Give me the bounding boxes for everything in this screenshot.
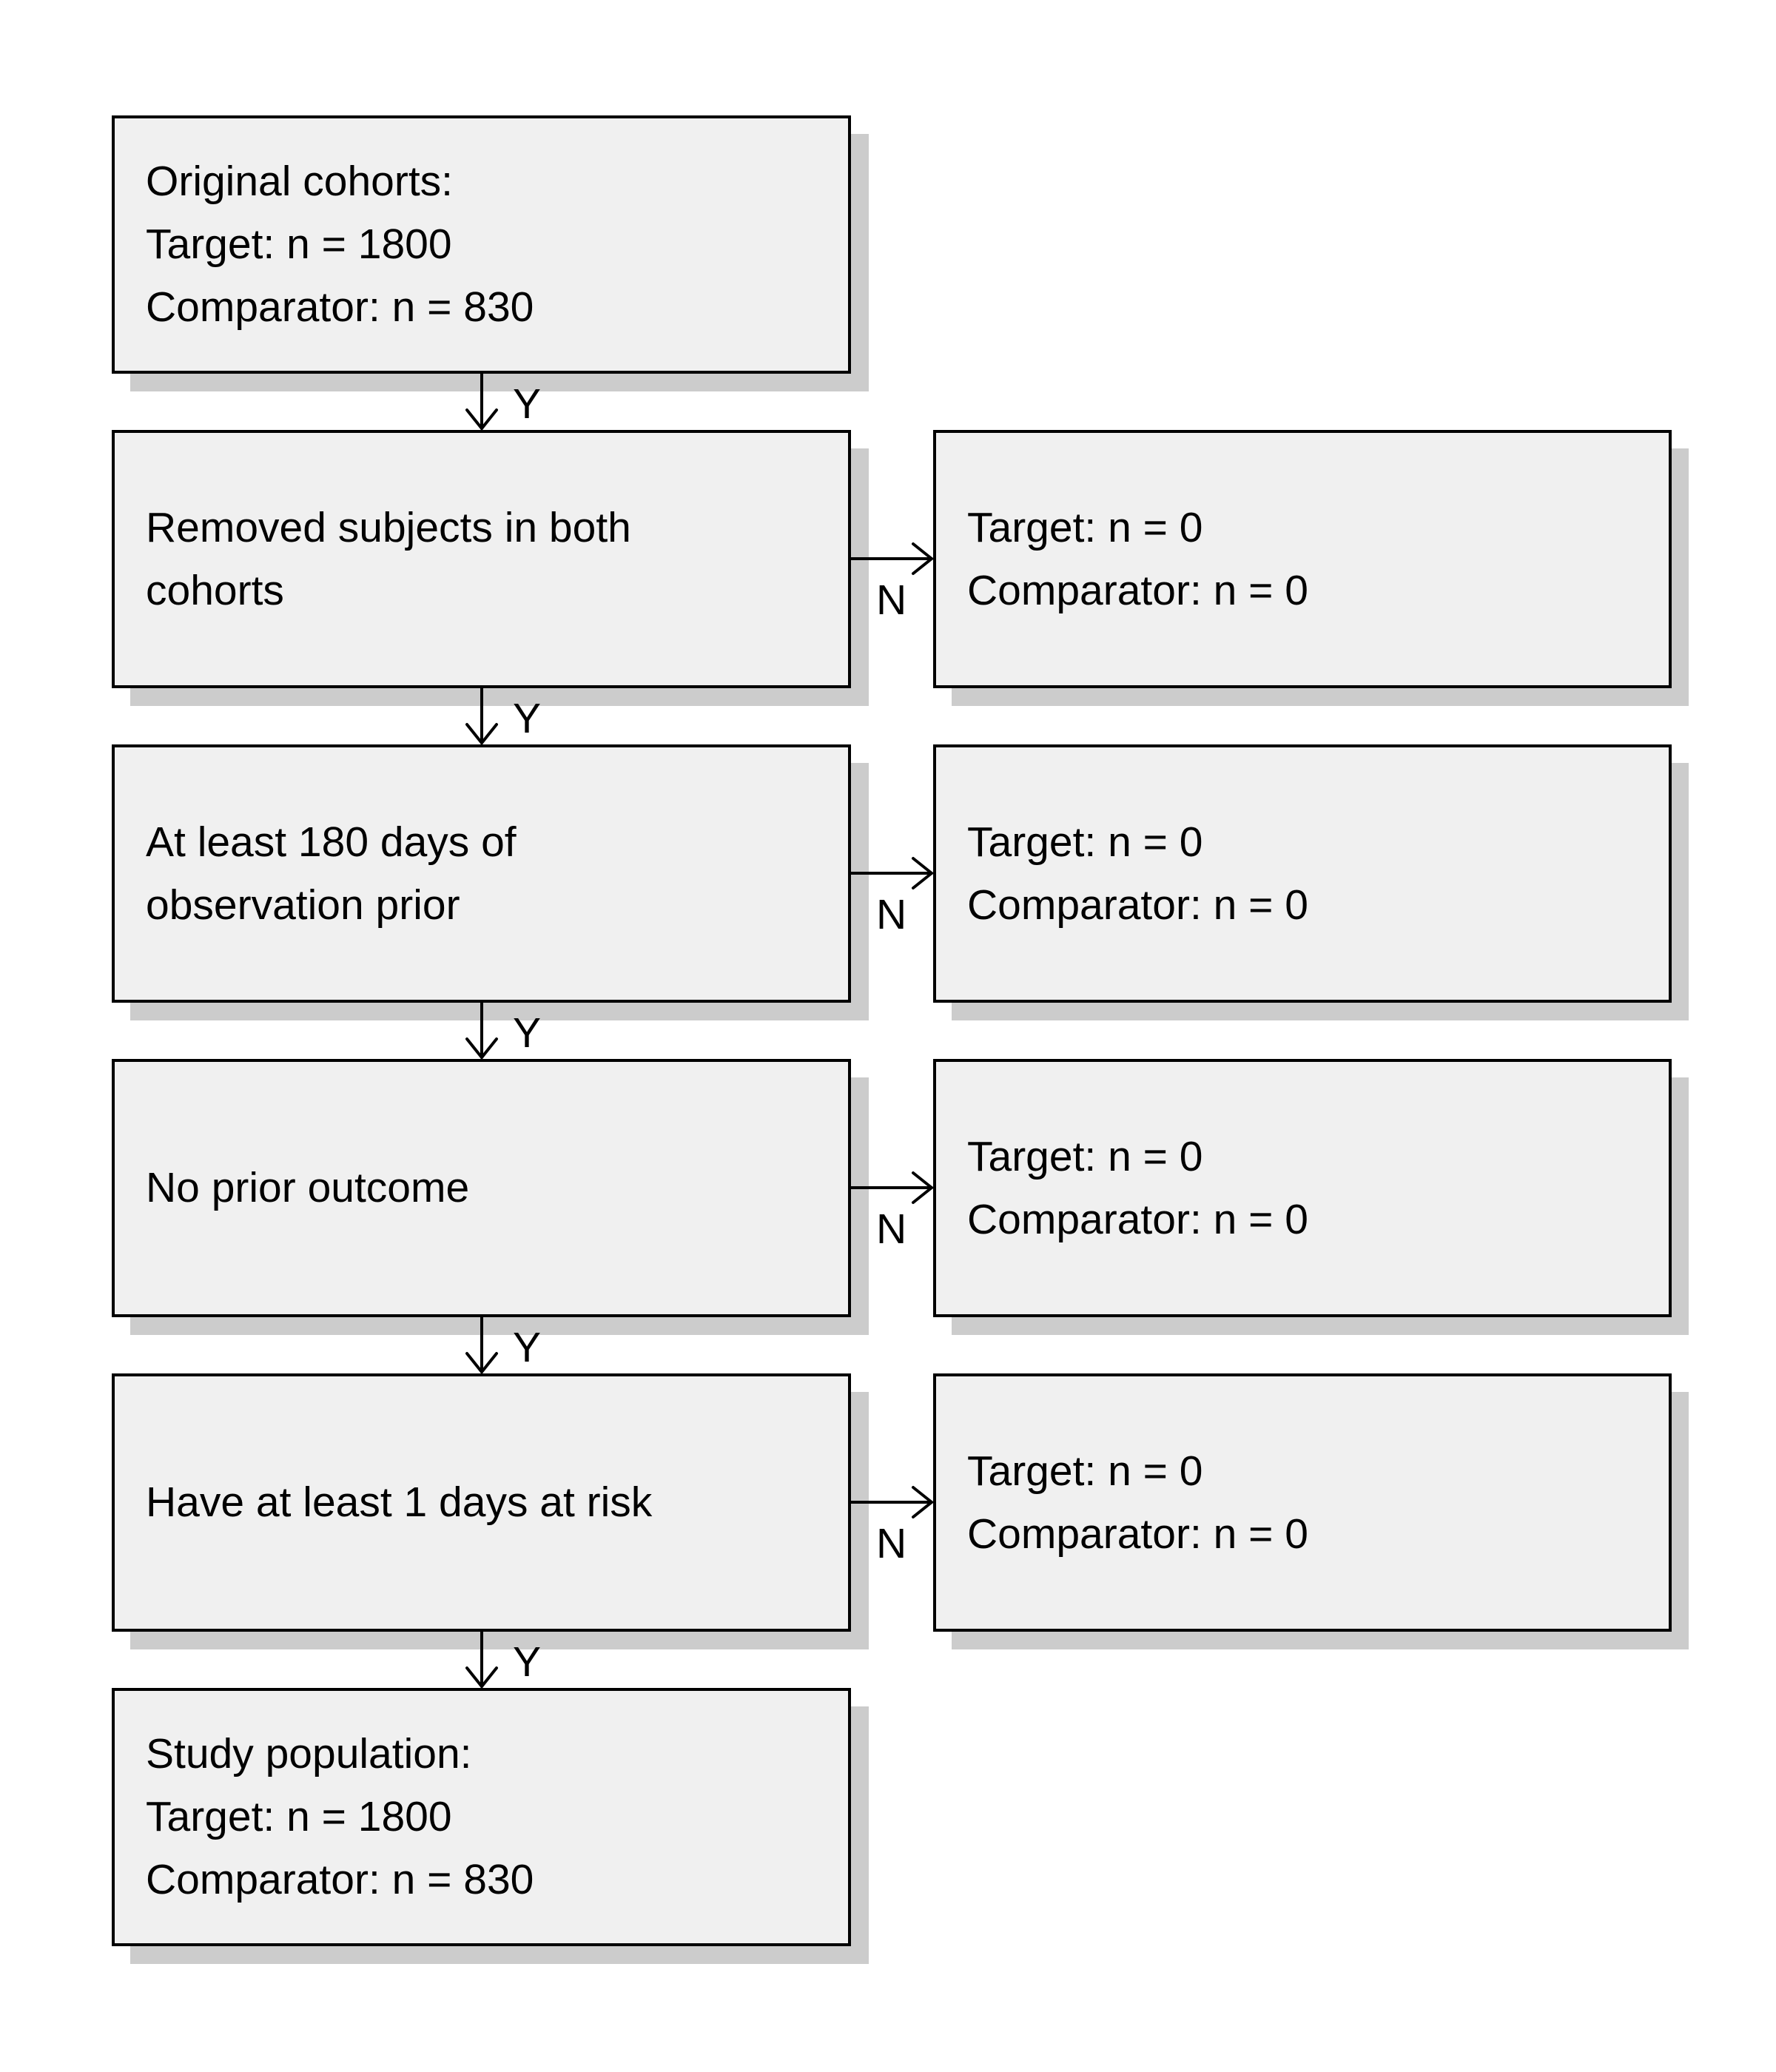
yes-label: Y <box>513 1638 542 1686</box>
step-text-line: Target: n = 1800 <box>146 1793 452 1840</box>
excluded-text-line: Comparator: n = 0 <box>967 1195 1308 1243</box>
no-label: N <box>876 576 907 624</box>
step-text-line: Target: n = 1800 <box>146 221 452 268</box>
step-no-prior-outcome: No prior outcome <box>112 1059 851 1317</box>
step-text-line: No prior outcome <box>146 1164 470 1211</box>
no-label: N <box>876 1520 907 1567</box>
excluded-observation-prior: Target: n = 0 Comparator: n = 0 <box>933 744 1672 1003</box>
no-label: N <box>876 891 907 938</box>
step-text-line: Original cohorts: <box>146 158 454 205</box>
step-text-line: cohorts <box>146 566 284 614</box>
step-text-line: Removed subjects in both <box>146 503 631 551</box>
step-text-line: Have at least 1 days at risk <box>146 1479 653 1526</box>
step-removed-subjects: Removed subjects in both cohorts <box>112 430 851 688</box>
excluded-text-line: Comparator: n = 0 <box>967 881 1308 929</box>
excluded-no-prior-outcome: Target: n = 0 Comparator: n = 0 <box>933 1059 1672 1317</box>
excluded-text-line: Target: n = 0 <box>967 818 1203 866</box>
yes-label: Y <box>513 695 542 742</box>
step-text-line: Comparator: n = 830 <box>146 1856 534 1903</box>
step-days-at-risk: Have at least 1 days at risk <box>112 1373 851 1632</box>
excluded-text-line: Comparator: n = 0 <box>967 1510 1308 1558</box>
excluded-days-at-risk: Target: n = 0 Comparator: n = 0 <box>933 1373 1672 1632</box>
yes-label: Y <box>513 1324 542 1371</box>
excluded-text-line: Target: n = 0 <box>967 1447 1203 1495</box>
step-text-line: Comparator: n = 830 <box>146 283 534 331</box>
step-text-line: observation prior <box>146 881 460 929</box>
excluded-removed-subjects: Target: n = 0 Comparator: n = 0 <box>933 430 1672 688</box>
step-observation-prior: At least 180 days of observation prior <box>112 744 851 1003</box>
excluded-text-line: Comparator: n = 0 <box>967 566 1308 614</box>
yes-label: Y <box>513 380 542 428</box>
no-label: N <box>876 1205 907 1253</box>
step-original-cohorts: Original cohorts: Target: n = 1800 Compa… <box>112 115 851 374</box>
step-text-line: Study population: <box>146 1730 472 1777</box>
step-study-population: Study population: Target: n = 1800 Compa… <box>112 1688 851 1946</box>
excluded-text-line: Target: n = 0 <box>967 1132 1203 1180</box>
excluded-text-line: Target: n = 0 <box>967 503 1203 551</box>
yes-label: Y <box>513 1009 542 1057</box>
step-text-line: At least 180 days of <box>146 818 517 866</box>
